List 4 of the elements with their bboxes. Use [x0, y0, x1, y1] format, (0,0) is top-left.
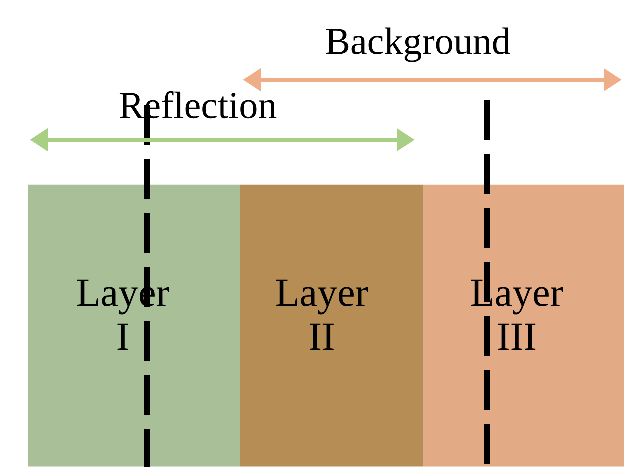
- span-label: Reflection: [120, 91, 277, 119]
- layer-block: Layer II: [240, 184, 424, 467]
- layer-block: Layer III: [423, 184, 624, 467]
- span-label: Background: [326, 28, 510, 62]
